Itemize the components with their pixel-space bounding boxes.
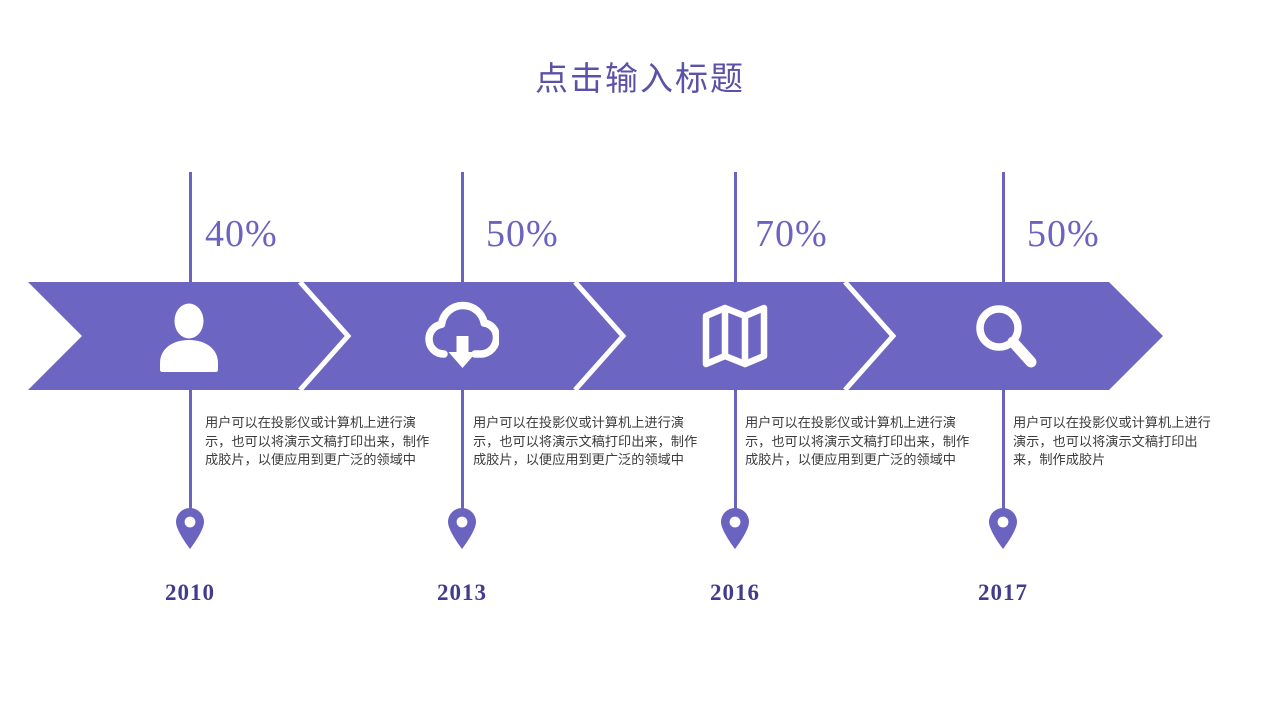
year-label-3: 2016 bbox=[710, 580, 760, 605]
cloud-download-icon bbox=[425, 300, 499, 372]
milestone-description-1: 用户可以在投影仪或计算机上进行演示，也可以将演示文稿打印出来，制作成胶片，以便应… bbox=[205, 415, 430, 467]
location-pin-icon-1 bbox=[175, 508, 205, 549]
milestone-description-2: 用户可以在投影仪或计算机上进行演示，也可以将演示文稿打印出来，制作成胶片，以便应… bbox=[473, 415, 698, 467]
search-icon bbox=[968, 300, 1042, 372]
map-icon bbox=[698, 300, 772, 372]
connector-line-upper-3 bbox=[734, 172, 737, 284]
connector-line-upper-4 bbox=[1002, 172, 1005, 284]
person-icon bbox=[152, 300, 226, 372]
year-label-1: 2010 bbox=[165, 580, 215, 605]
milestone-description-4: 用户可以在投影仪或计算机上进行演示，也可以将演示文稿打印出来，制作成胶片 bbox=[1013, 415, 1211, 467]
connector-line-lower-4 bbox=[1002, 388, 1005, 516]
year-label-2: 2013 bbox=[437, 580, 487, 605]
timeline-arrow-band bbox=[28, 282, 1164, 390]
percent-label-2: 50% bbox=[486, 213, 559, 255]
connector-line-upper-1 bbox=[189, 172, 192, 284]
milestone-description-3: 用户可以在投影仪或计算机上进行演示，也可以将演示文稿打印出来，制作成胶片，以便应… bbox=[745, 415, 970, 467]
location-pin-icon-3 bbox=[720, 508, 750, 549]
location-pin-icon-2 bbox=[447, 508, 477, 549]
connector-line-lower-2 bbox=[461, 388, 464, 516]
percent-label-1: 40% bbox=[205, 213, 278, 255]
connector-line-lower-3 bbox=[734, 388, 737, 516]
year-label-4: 2017 bbox=[978, 580, 1028, 605]
connector-line-upper-2 bbox=[461, 172, 464, 284]
percent-label-3: 70% bbox=[755, 213, 828, 255]
page-title: 点击输入标题 bbox=[535, 62, 745, 98]
connector-line-lower-1 bbox=[189, 388, 192, 516]
percent-label-4: 50% bbox=[1027, 213, 1100, 255]
location-pin-icon-4 bbox=[988, 508, 1018, 549]
